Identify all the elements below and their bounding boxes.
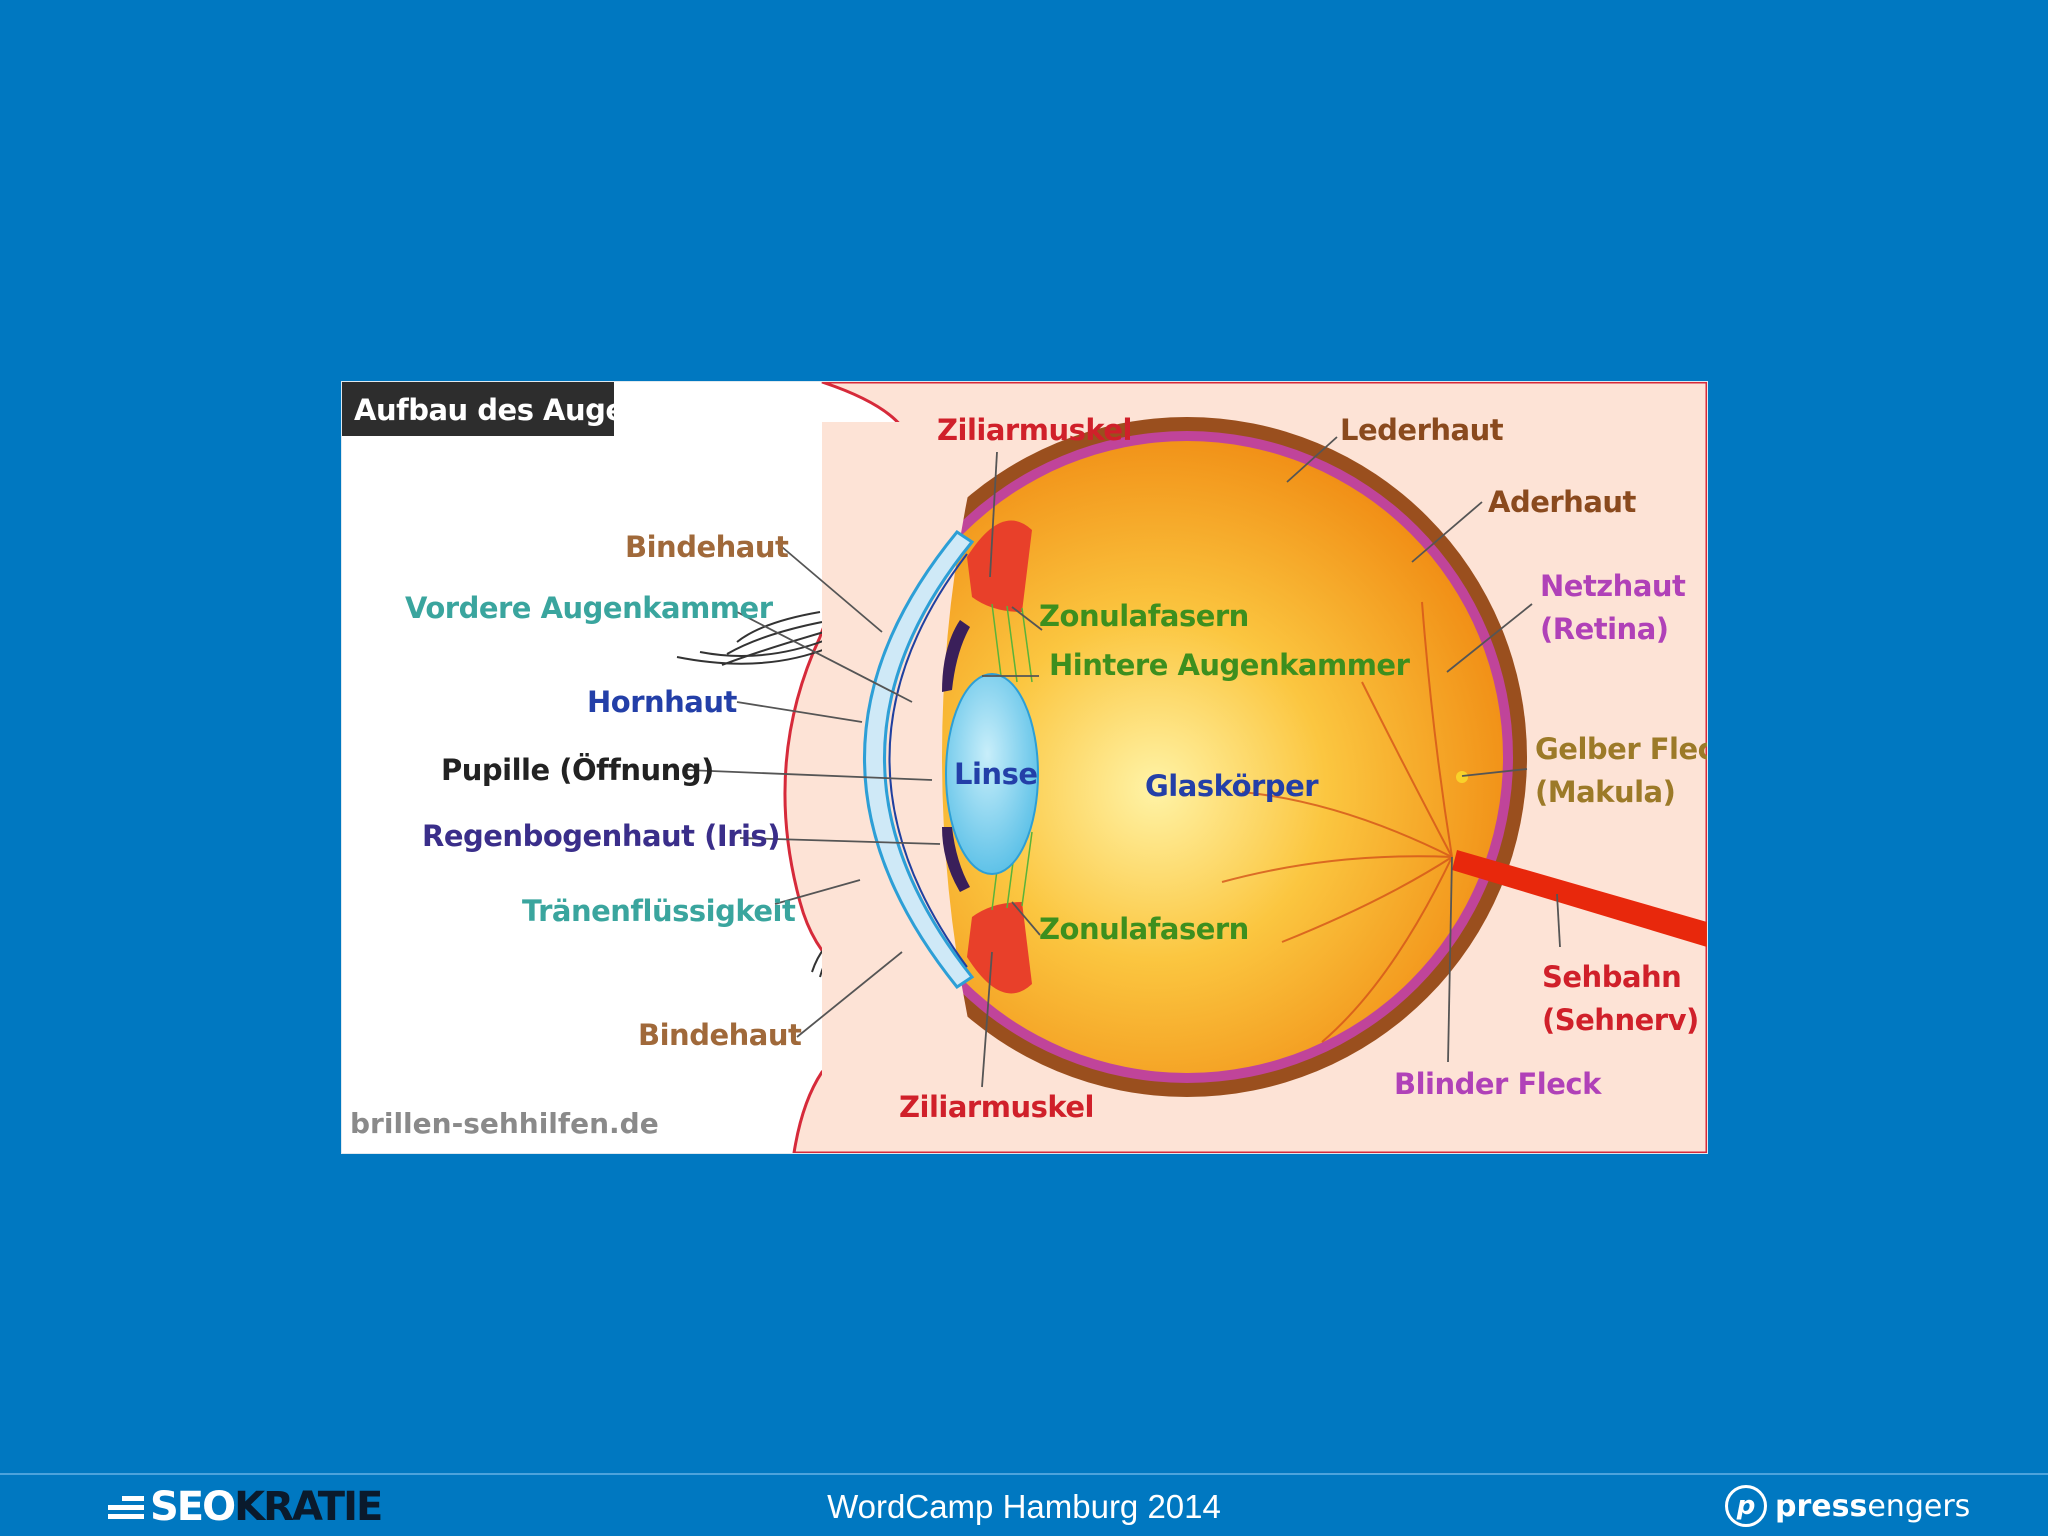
label-sehnerv: (Sehnerv) (1542, 1003, 1699, 1037)
diagram-title: Aufbau des Auges (354, 393, 641, 427)
label-bindehaut-top: Bindehaut (625, 530, 789, 564)
label-linse: Linse (954, 757, 1038, 791)
label-glaskoerper: Glaskörper (1145, 769, 1319, 803)
label-gelber-fleck: Gelber Fleck (1535, 732, 1707, 766)
footer-divider (0, 1473, 2048, 1475)
label-netzhaut: Netzhaut (1540, 569, 1686, 603)
label-regenbogenhaut: Regenbogenhaut (Iris) (422, 819, 780, 853)
label-hornhaut: Hornhaut (587, 685, 738, 719)
logo-left-part2: KRATIE (234, 1484, 383, 1530)
optic-nerve (1452, 850, 1707, 947)
label-blinder-fleck: Blinder Fleck (1394, 1067, 1602, 1101)
eyelashes-top (676, 611, 829, 666)
title-box (342, 382, 614, 436)
logo-right-part2: engers (1867, 1488, 1971, 1524)
eye-diagram: Aufbau des Auges Ziliarmuskel Lederhaut … (341, 381, 1708, 1154)
footer-caption: WordCamp Hamburg 2014 (827, 1488, 1221, 1525)
ciliary-muscle-bottom (967, 902, 1032, 994)
logo-left-part1: SEO (150, 1484, 236, 1530)
label-aderhaut: Aderhaut (1488, 485, 1637, 519)
source-credit: brillen-sehhilfen.de (350, 1107, 659, 1140)
label-pupille: Pupille (Öffnung) (441, 753, 714, 787)
label-ziliarmuskel-bottom: Ziliarmuskel (899, 1090, 1094, 1124)
label-traenenfluessigkeit: Tränenflüssigkeit (522, 894, 796, 928)
iris-bottom (942, 827, 970, 892)
label-sehbahn: Sehbahn (1542, 960, 1681, 994)
pressengers-p-icon: p (1725, 1485, 1767, 1527)
iris-top (942, 620, 970, 692)
label-zonulafasern-top: Zonulafasern (1039, 599, 1249, 633)
label-ziliarmuskel-top: Ziliarmuskel (937, 413, 1132, 447)
label-bindehaut-bottom: Bindehaut (638, 1018, 802, 1052)
label-makula: (Makula) (1535, 775, 1675, 809)
label-vordere-augenkammer: Vordere Augenkammer (405, 591, 774, 625)
label-lederhaut: Lederhaut (1340, 413, 1504, 447)
leader-lines (686, 436, 1561, 1088)
cornea-inner (888, 553, 968, 968)
logo-bars-icon (108, 1495, 144, 1519)
label-retina: (Retina) (1540, 612, 1669, 646)
label-zonulafasern-bottom: Zonulafasern (1039, 912, 1249, 946)
label-hintere-augenkammer: Hintere Augenkammer (1049, 648, 1411, 682)
ciliary-muscle-top (967, 520, 1032, 612)
lens (945, 673, 1039, 875)
cornea (863, 529, 975, 990)
logo-right-part1: press (1775, 1488, 1868, 1524)
macula-spot (1456, 771, 1468, 783)
blood-vessels (1221, 601, 1453, 1043)
